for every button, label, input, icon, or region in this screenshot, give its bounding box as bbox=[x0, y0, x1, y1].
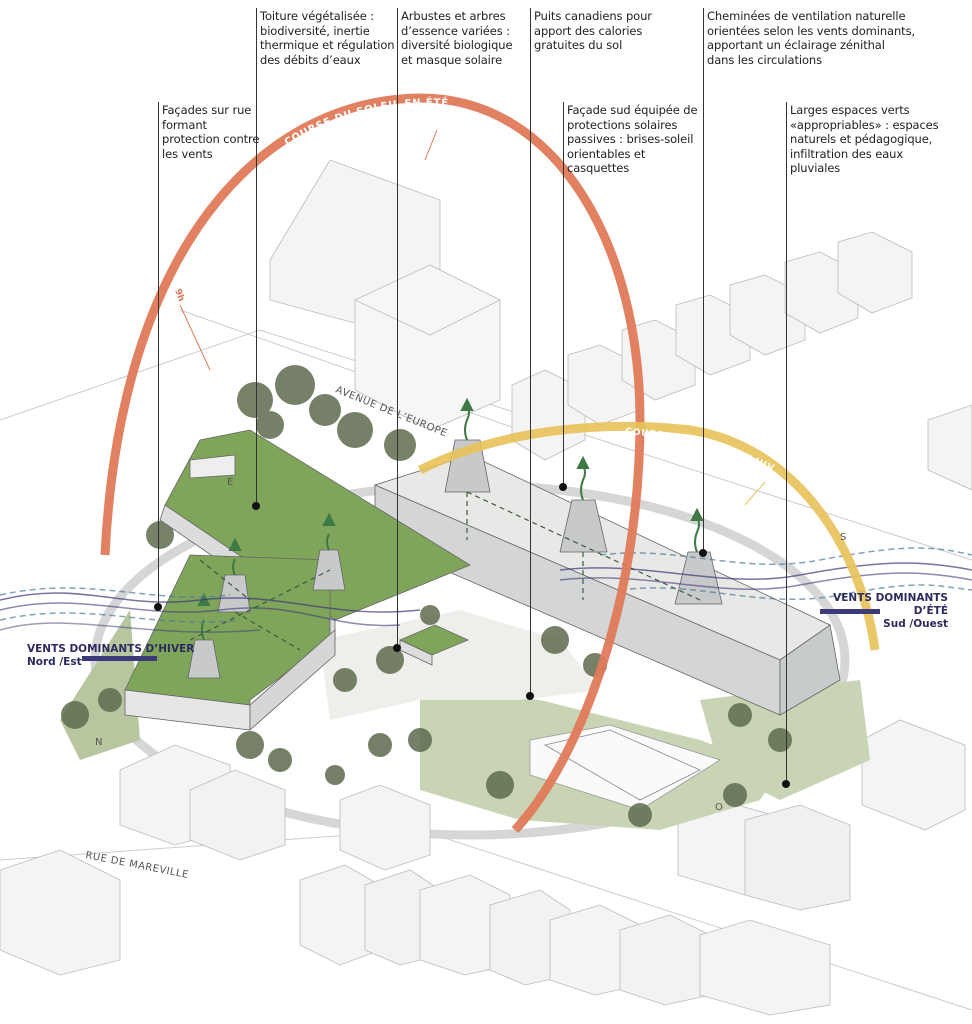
summer-wind-label: VENTS DOMINANTS D’ÉTÉ Sud /Ouest bbox=[818, 592, 948, 631]
winter-wind-title: VENTS DOMINANTS D’HIVER bbox=[27, 643, 195, 655]
wind-streams bbox=[0, 547, 972, 633]
summer-morning-label: 9h bbox=[172, 288, 186, 303]
compass-south: S bbox=[840, 532, 846, 543]
summer-sun-path bbox=[100, 93, 645, 834]
annotation-canadian-wells: Puits canadiens pour apport des calories… bbox=[534, 9, 652, 53]
marker-south-facade bbox=[559, 483, 567, 491]
annotation-south-facade: Façade sud équipée de protections solair… bbox=[567, 103, 698, 176]
leader-south-facade bbox=[563, 102, 564, 487]
summer-noon-label: 12h bbox=[431, 119, 452, 135]
leader-canadian-wells bbox=[530, 8, 531, 696]
compass-east: E bbox=[227, 477, 233, 488]
winter-wind-label: VENTS DOMINANTS D’HIVER Nord /Est bbox=[27, 643, 194, 669]
compass-north: N bbox=[95, 737, 102, 748]
summer-wind-title: VENTS DOMINANTS D’ÉTÉ bbox=[833, 592, 948, 617]
marker-canadian-wells bbox=[526, 692, 534, 700]
leader-trees bbox=[397, 8, 398, 648]
summer-wind-bar bbox=[820, 609, 880, 614]
winter-noon-label: 12h bbox=[763, 473, 780, 482]
leader-chimneys bbox=[703, 8, 704, 553]
leader-green-spaces bbox=[786, 102, 787, 784]
marker-street-facades bbox=[154, 603, 162, 611]
winter-wind-direction: Nord /Est bbox=[27, 656, 82, 668]
annotation-green-roof: Toiture végétalisée : biodiversité, iner… bbox=[260, 9, 395, 67]
trees bbox=[61, 365, 792, 827]
annotation-green-spaces: Larges espaces verts «appropriables» : e… bbox=[790, 103, 939, 176]
summer-wind-direction: Sud /Ouest bbox=[883, 618, 948, 630]
marker-trees bbox=[393, 644, 401, 652]
annotation-ventilation-chimneys: Cheminées de ventilation naturelle orien… bbox=[707, 9, 916, 67]
marker-green-spaces bbox=[782, 780, 790, 788]
winter-sun-path bbox=[417, 421, 880, 651]
airflow-arrows bbox=[197, 397, 704, 641]
winter-wind-bar bbox=[82, 656, 157, 661]
school-buildings bbox=[124, 429, 841, 801]
ground-ducts bbox=[189, 491, 701, 651]
winter-noon-marker bbox=[744, 481, 766, 506]
summer-morning-marker bbox=[179, 304, 211, 371]
leader-green-roof bbox=[256, 8, 257, 506]
summer-noon-marker bbox=[424, 129, 438, 161]
marker-green-roof bbox=[252, 502, 260, 510]
annotation-street-facades: Façades sur rue formant protection contr… bbox=[162, 103, 260, 161]
marker-chimneys bbox=[699, 549, 707, 557]
leader-street-facades bbox=[158, 102, 159, 607]
compass-west: O bbox=[715, 802, 723, 813]
annotation-trees: Arbustes et arbres d’essence variées : d… bbox=[401, 9, 513, 67]
